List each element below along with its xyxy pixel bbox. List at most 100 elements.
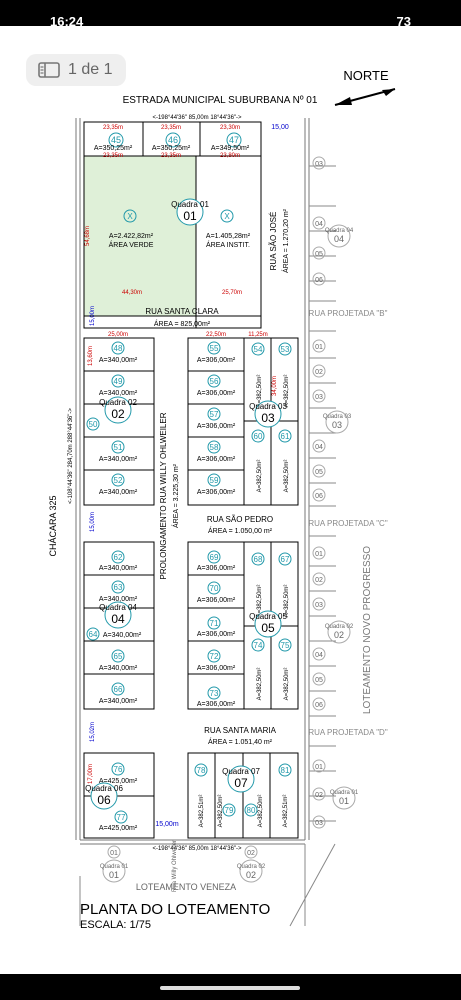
svg-text:02: 02 bbox=[334, 630, 344, 640]
svg-text:23,80m: 23,80m bbox=[220, 153, 240, 159]
lot-64[interactable]: 64 A=340,00m² bbox=[86, 627, 142, 641]
svg-text:A=340,00m²: A=340,00m² bbox=[99, 565, 138, 572]
document-page[interactable]: NORTE ESTRADA MUNICIPAL SUBURBANA Nº 01 … bbox=[0, 26, 461, 974]
svg-text:03: 03 bbox=[315, 394, 323, 401]
lot-54[interactable]: 54 A=382,50m² bbox=[251, 342, 265, 407]
lot-49[interactable]: 49 A=340,00m² bbox=[99, 374, 138, 397]
svg-text:07: 07 bbox=[234, 776, 248, 790]
lot-62[interactable]: 62 A=340,00m² bbox=[99, 550, 138, 572]
lot-63[interactable]: 63 A=340,00m² bbox=[99, 580, 138, 603]
lot-56[interactable]: 56 A=306,00m² bbox=[197, 374, 236, 397]
svg-text:A=340,00m²: A=340,00m² bbox=[99, 489, 138, 496]
svg-text:03: 03 bbox=[315, 820, 323, 827]
lot-47[interactable]: 23,30m 47 A=349,50m² 23,80m bbox=[211, 125, 250, 159]
rua-santa-maria[interactable]: RUA SANTA MARIA ÁREA = 1.051,40 m² 15,02… bbox=[90, 722, 277, 746]
svg-text:A=306,00m²: A=306,00m² bbox=[197, 701, 236, 708]
svg-text:A=382,50m²: A=382,50m² bbox=[284, 585, 290, 618]
svg-text:54: 54 bbox=[254, 345, 263, 354]
svg-text:01: 01 bbox=[110, 850, 118, 857]
svg-text:51: 51 bbox=[114, 443, 123, 452]
lot-70[interactable]: 70 A=306,00m² bbox=[197, 581, 236, 604]
neighbor-lot-numbers: 03 04 05 06 01 02 03 04 05 06 01 02 03 0… bbox=[312, 156, 326, 829]
lot-67[interactable]: 67 A=382,50m² bbox=[278, 552, 292, 618]
svg-text:72: 72 bbox=[210, 652, 219, 661]
lot-81[interactable]: 81 A=382,51m² bbox=[278, 763, 292, 827]
svg-text:Quadra 02: Quadra 02 bbox=[237, 864, 266, 870]
area-verde[interactable]: X A=2.422,82m² ÁREA VERDE bbox=[109, 209, 154, 249]
lot-48[interactable]: 48 A=340,00m² bbox=[99, 341, 138, 364]
lot-72[interactable]: 72 A=306,00m² bbox=[197, 649, 236, 672]
lot-75[interactable]: 75 A=382,50m² bbox=[278, 638, 292, 700]
rua-projetada-c: RUA PROJETADA "C" bbox=[308, 519, 387, 528]
rua-projetada-d: RUA PROJETADA "D" bbox=[308, 728, 387, 737]
lot-77[interactable]: 77 A=425,00m² bbox=[99, 810, 138, 832]
lot-79[interactable]: 79 A=382,50m² bbox=[218, 795, 236, 828]
lot-45[interactable]: 23,35m 45 A=350,25m² 23,35m bbox=[94, 125, 133, 159]
quadra-01-block bbox=[83, 121, 262, 329]
right-side-label: LOTEAMENTO NOVO PROGRESSO bbox=[362, 546, 373, 714]
svg-text:62: 62 bbox=[114, 553, 123, 562]
bottom-bar bbox=[0, 974, 461, 1000]
svg-text:60: 60 bbox=[254, 432, 263, 441]
lot-66[interactable]: 66 A=340,00m² bbox=[99, 682, 138, 705]
lot-74[interactable]: 74 A=382,50m² bbox=[251, 638, 265, 700]
svg-text:A=382,50m²: A=382,50m² bbox=[257, 460, 263, 493]
lot-53[interactable]: 53 A=382,50m² bbox=[278, 342, 292, 407]
svg-text:Quadra 05: Quadra 05 bbox=[249, 612, 287, 621]
quadra-06-label: Quadra 06 06 bbox=[85, 782, 123, 810]
lot-71[interactable]: 71 A=306,00m² bbox=[197, 616, 236, 638]
lot-73[interactable]: 73 A=306,00m² bbox=[197, 686, 236, 708]
lot-50[interactable]: 50 bbox=[86, 417, 100, 431]
svg-text:02: 02 bbox=[247, 850, 255, 857]
lot-80[interactable]: 80 A=382,50m² bbox=[244, 795, 264, 828]
svg-text:50: 50 bbox=[89, 420, 98, 429]
svg-text:Quadra 01: Quadra 01 bbox=[100, 864, 129, 870]
neighbor-quadra-labels: Quadra 04 04 Quadra 03 03 Quadra 02 02 Q… bbox=[323, 224, 359, 810]
lot-59[interactable]: 59 A=306,00m² bbox=[197, 473, 236, 496]
site-plan-drawing: NORTE ESTRADA MUNICIPAL SUBURBANA Nº 01 … bbox=[48, 68, 396, 931]
svg-text:03: 03 bbox=[332, 420, 342, 430]
rua-santa-clara[interactable]: RUA SANTA CLARA ÁREA = 825,00m² 15,00m bbox=[90, 306, 219, 328]
svg-text:01: 01 bbox=[109, 870, 119, 880]
lot-57[interactable]: 57 A=306,00m² bbox=[197, 407, 236, 430]
svg-text:Quadra 03: Quadra 03 bbox=[323, 414, 352, 420]
svg-text:78: 78 bbox=[197, 766, 206, 775]
svg-text:04: 04 bbox=[315, 652, 323, 659]
svg-text:06: 06 bbox=[315, 277, 323, 284]
lot-51[interactable]: 51 A=340,00m² bbox=[99, 440, 138, 463]
page-indicator[interactable]: 1 de 1 bbox=[26, 54, 126, 86]
dim-label: 25,70m bbox=[222, 290, 242, 296]
left-side-label: CHÁCARA 325 bbox=[48, 495, 58, 556]
lot-68[interactable]: 68 A=382,50m² bbox=[251, 552, 265, 617]
home-indicator[interactable] bbox=[160, 986, 300, 990]
lot-65[interactable]: 65 A=340,00m² bbox=[99, 649, 138, 672]
lot-76[interactable]: 76 A=425,00m² bbox=[99, 762, 138, 785]
svg-text:A=350,25m²: A=350,25m² bbox=[152, 145, 191, 152]
lot-52[interactable]: 52 A=340,00m² bbox=[99, 473, 138, 496]
svg-text:A=306,00m²: A=306,00m² bbox=[197, 665, 236, 672]
lot-55[interactable]: 55 A=306,00m² bbox=[197, 341, 236, 364]
svg-text:RUA SÃO JOSÉ: RUA SÃO JOSÉ bbox=[269, 212, 278, 271]
area-institucional[interactable]: X A=1.405,28m² ÁREA INSTIT. bbox=[206, 209, 251, 249]
svg-text:01: 01 bbox=[339, 796, 349, 806]
rua-willy-ohlweiler[interactable]: PROLONGAMENTO RUA WILLY OHLWEILER ÁREA =… bbox=[159, 412, 180, 579]
svg-text:A=340,00m²: A=340,00m² bbox=[99, 596, 138, 603]
lot-78[interactable]: 78 A=382,51m² bbox=[194, 763, 208, 827]
rua-sao-pedro[interactable]: RUA SÃO PEDRO ÁREA = 1.050,00 m² 15,00m bbox=[90, 512, 273, 535]
thumbnails-icon bbox=[38, 62, 60, 78]
svg-text:23,35m: 23,35m bbox=[161, 125, 181, 131]
svg-text:A=1.405,28m²: A=1.405,28m² bbox=[206, 233, 251, 240]
svg-text:15,00: 15,00 bbox=[271, 124, 289, 131]
svg-text:RUA SANTA MARIA: RUA SANTA MARIA bbox=[204, 726, 277, 735]
lot-69[interactable]: 69 A=306,00m² bbox=[197, 550, 236, 572]
svg-text:15,02m: 15,02m bbox=[90, 722, 96, 742]
lot-61[interactable]: 61 A=382,50m² bbox=[278, 429, 292, 492]
lot-60[interactable]: 60 A=382,50m² bbox=[251, 429, 265, 493]
lot-58[interactable]: 58 A=306,00m² bbox=[197, 440, 236, 463]
svg-text:A=340,00m²: A=340,00m² bbox=[99, 698, 138, 705]
svg-text:Quadra 02: Quadra 02 bbox=[99, 398, 137, 407]
svg-text:01: 01 bbox=[183, 209, 197, 223]
status-time: 16:24 bbox=[50, 14, 84, 29]
rua-sao-jose[interactable]: 15,00 RUA SÃO JOSÉ ÁREA = 1.270,20 m² bbox=[260, 122, 290, 328]
lot-46[interactable]: 23,35m 46 A=350,25m² 23,35m bbox=[152, 125, 191, 159]
